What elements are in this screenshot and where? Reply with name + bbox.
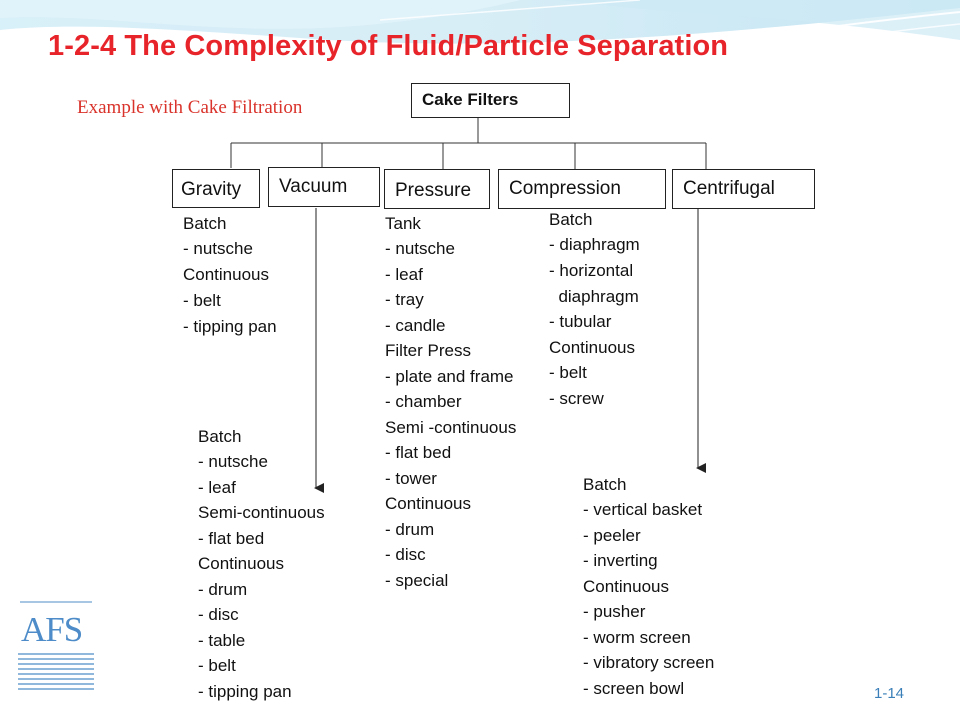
root-node-label: Cake Filters xyxy=(422,90,519,109)
list-item: - leaf xyxy=(385,265,423,284)
list-item: - screen bowl xyxy=(583,679,685,698)
afs-logo-text: AFS xyxy=(21,610,83,649)
list-item: - tower xyxy=(385,469,437,488)
list-item: - belt xyxy=(549,363,587,382)
list-item: - peeler xyxy=(583,526,641,545)
category-pressure-label: Pressure xyxy=(395,180,472,201)
list-item: - nutsche xyxy=(183,239,253,258)
list-item: - nutsche xyxy=(385,239,455,258)
list-item: Continuous xyxy=(583,577,670,596)
list-item: Tank xyxy=(385,214,421,233)
list-item: Batch xyxy=(198,427,242,446)
list-item: Semi-continuous xyxy=(198,503,325,522)
category-gravity-label: Gravity xyxy=(181,179,242,200)
list-item: Batch xyxy=(183,214,227,233)
list-item: - tipping pan xyxy=(198,682,292,701)
list-item: - belt xyxy=(198,656,236,675)
list-item: - vertical basket xyxy=(583,500,703,519)
slide-subtitle: Example with Cake Filtration xyxy=(77,97,303,118)
category-vacuum-label: Vacuum xyxy=(279,176,348,197)
list-item: - flat bed xyxy=(385,443,452,462)
list-item: - tubular xyxy=(549,312,612,331)
list-item: - drum xyxy=(385,520,435,539)
slide-title: 1-2-4 The Complexity of Fluid/Particle S… xyxy=(48,30,729,62)
category-compression-box: Compression xyxy=(498,169,666,209)
list-item: Batch xyxy=(583,475,627,494)
list-item: - leaf xyxy=(198,478,236,497)
list-item: - worm screen xyxy=(583,628,691,647)
list-item: - drum xyxy=(198,580,248,599)
list-item: - belt xyxy=(183,291,221,310)
list-item: - disc xyxy=(385,545,426,564)
list-item: - flat bed xyxy=(198,529,265,548)
list-item: Continuous xyxy=(198,554,285,573)
list-item: - plate and frame xyxy=(385,367,514,386)
list-item: diaphragm xyxy=(549,287,639,306)
category-compression-label: Compression xyxy=(509,178,621,199)
list-item: - disc xyxy=(198,605,239,624)
list-item: - inverting xyxy=(583,551,658,570)
list-item: - pusher xyxy=(583,602,646,621)
list-item: Semi -continuous xyxy=(385,418,517,437)
list-item: - vibratory screen xyxy=(583,653,715,672)
list-item: - tipping pan xyxy=(183,317,277,336)
list-item: Continuous xyxy=(183,265,270,284)
category-centrifugal-box: Centrifugal xyxy=(672,169,815,209)
afs-logo: AFS xyxy=(18,600,94,692)
list-item: Batch xyxy=(549,210,593,229)
list-item: Continuous xyxy=(549,338,636,357)
category-centrifugal-label: Centrifugal xyxy=(683,178,775,199)
list-item: - candle xyxy=(385,316,446,335)
page-number: 1-14 xyxy=(874,685,905,702)
list-item: - chamber xyxy=(385,392,462,411)
list-item: - nutsche xyxy=(198,452,268,471)
list-item: - diaphragm xyxy=(549,235,640,254)
category-pressure-box: Pressure xyxy=(384,169,490,209)
category-vacuum-box: Vacuum xyxy=(268,167,380,207)
list-item: - table xyxy=(198,631,246,650)
list-item: Continuous xyxy=(385,494,472,513)
list-item: - screw xyxy=(549,389,604,408)
list-item: - special xyxy=(385,571,449,590)
header-wave-decoration xyxy=(0,0,960,71)
root-node-box: Cake Filters xyxy=(411,83,570,118)
category-gravity-box: Gravity xyxy=(172,169,260,208)
list-item: - horizontal xyxy=(549,261,634,280)
list-item: Filter Press xyxy=(385,341,471,360)
list-item: - tray xyxy=(385,290,424,309)
